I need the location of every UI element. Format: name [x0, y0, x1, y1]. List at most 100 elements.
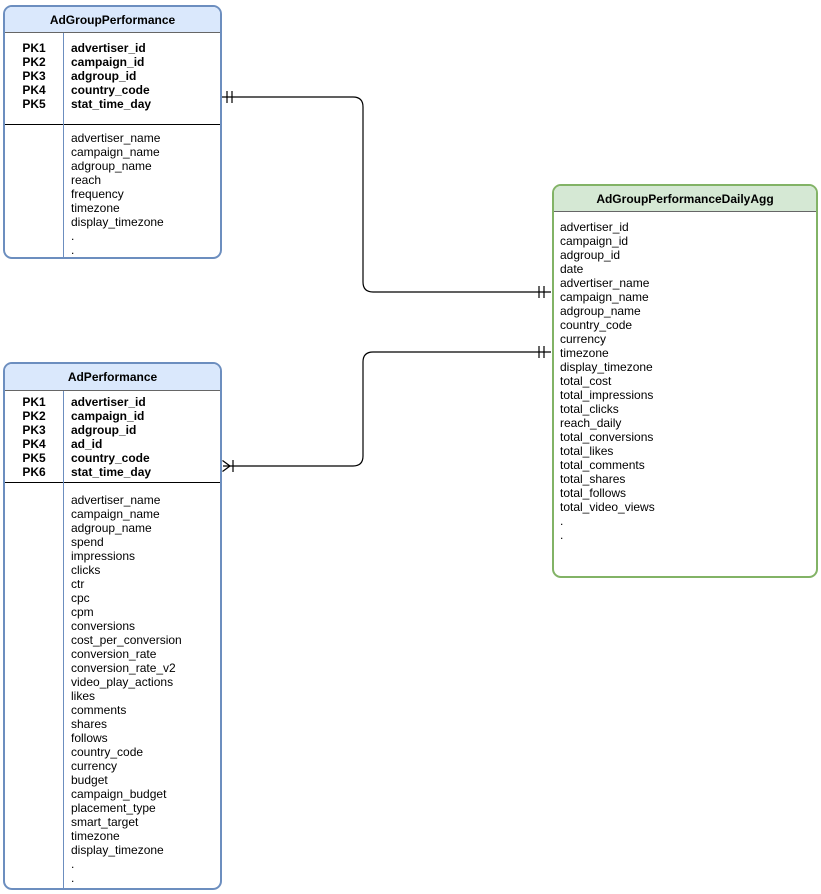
field-row-spacer: [5, 229, 63, 243]
field-row: frequency: [5, 187, 220, 201]
field-row: adgroup_id: [554, 248, 816, 262]
primary-key-section: PK1 advertiser_id PK2 campaign_id PK3 ad…: [5, 391, 220, 483]
pk-field-name: campaign_id: [71, 55, 145, 69]
field-row: cpm: [5, 605, 220, 619]
field-name: country_code: [560, 318, 633, 332]
field-row-spacer: [5, 159, 63, 173]
field-name: shares: [71, 717, 108, 731]
field-name: conversion_rate_v2: [71, 661, 176, 675]
field-row-spacer: [5, 647, 63, 661]
field-row: total_cost: [554, 374, 816, 388]
pk-field-name: country_code: [71, 83, 150, 97]
field-name: total_conversions: [560, 430, 654, 444]
field-row: conversion_rate: [5, 647, 220, 661]
field-name: adgroup_name: [71, 159, 152, 173]
field-row: date: [554, 262, 816, 276]
field-name: frequency: [71, 187, 124, 201]
field-row-spacer: [5, 661, 63, 675]
pk-field-name: adgroup_id: [71, 423, 137, 437]
field-row: .: [5, 857, 220, 871]
field-row-spacer: [5, 703, 63, 717]
field-name: ctr: [71, 577, 85, 591]
field-row: advertiser_id: [554, 220, 816, 234]
field-name: timezone: [71, 829, 120, 843]
field-name: .: [560, 514, 564, 528]
field-name: date: [560, 262, 584, 276]
field-name: advertiser_name: [71, 493, 161, 507]
field-row-spacer: [5, 773, 63, 787]
pk-field-name: campaign_id: [71, 409, 145, 423]
field-row: adgroup_name: [5, 521, 220, 535]
field-name: campaign_budget: [71, 787, 167, 801]
entity-title: AdGroupPerformance: [5, 7, 220, 33]
primary-key-row: PK4 ad_id: [5, 437, 220, 451]
field-name: total_follows: [560, 486, 627, 500]
field-name: reach: [71, 173, 102, 187]
entity-adgroupperformancedailyagg: AdGroupPerformanceDailyAgg advertiser_id…: [552, 184, 818, 578]
field-row: total_comments: [554, 458, 816, 472]
primary-key-row: PK1 advertiser_id: [5, 41, 220, 55]
field-row: country_code: [554, 318, 816, 332]
field-name: smart_target: [71, 815, 139, 829]
primary-key-section: PK1 advertiser_id PK2 campaign_id PK3 ad…: [5, 33, 220, 125]
field-name: .: [560, 528, 564, 542]
field-row: advertiser_name: [554, 276, 816, 290]
field-row: campaign_name: [5, 507, 220, 521]
field-row: budget: [5, 773, 220, 787]
field-name: conversions: [71, 619, 136, 633]
field-row-spacer: [5, 145, 63, 159]
field-row-spacer: [5, 745, 63, 759]
field-row-spacer: [5, 507, 63, 521]
field-row-spacer: [5, 759, 63, 773]
pk-field-name: advertiser_id: [71, 395, 146, 409]
pk-label: PK4: [22, 83, 46, 97]
pk-label: PK2: [22, 55, 46, 69]
field-name: total_clicks: [560, 402, 619, 416]
field-row: .: [5, 229, 220, 243]
field-row: country_code: [5, 745, 220, 759]
field-row: spend: [5, 535, 220, 549]
field-name: adgroup_name: [560, 304, 641, 318]
field-name: total_impressions: [560, 388, 654, 402]
field-row-spacer: [5, 871, 63, 885]
pk-label: PK5: [22, 97, 46, 111]
primary-key-row: PK2 campaign_id: [5, 55, 220, 69]
field-row: ctr: [5, 577, 220, 591]
field-name: cost_per_conversion: [71, 633, 182, 647]
entity-adgroupperformance: AdGroupPerformance PK1 advertiser_id PK2…: [3, 5, 222, 259]
pk-field-name: advertiser_id: [71, 41, 146, 55]
fields-section: advertiser_id campaign_id adgroup_id dat…: [554, 212, 816, 542]
field-row: impressions: [5, 549, 220, 563]
field-row: display_timezone: [5, 843, 220, 857]
field-name: clicks: [71, 563, 101, 577]
field-name: total_shares: [560, 472, 626, 486]
field-row: comments: [5, 703, 220, 717]
field-row-spacer: [5, 201, 63, 215]
field-name: spend: [71, 535, 104, 549]
field-row: currency: [554, 332, 816, 346]
field-row: timezone: [554, 346, 816, 360]
field-row-spacer: [5, 787, 63, 801]
field-name: display_timezone: [71, 843, 164, 857]
field-name: total_video_views: [560, 500, 655, 514]
field-name: campaign_name: [71, 507, 160, 521]
column-divider: [63, 33, 64, 257]
field-row: reach: [5, 173, 220, 187]
fields-section: advertiser_name campaign_name adgroup_na…: [5, 483, 220, 885]
field-name: .: [71, 229, 75, 243]
field-row: .: [5, 243, 220, 257]
pk-label: PK4: [22, 437, 46, 451]
primary-key-row: PK3 adgroup_id: [5, 69, 220, 83]
field-row-spacer: [5, 815, 63, 829]
field-row: .: [554, 514, 816, 528]
field-row: display_timezone: [554, 360, 816, 374]
field-row-spacer: [5, 801, 63, 815]
field-row-spacer: [5, 521, 63, 535]
field-name: .: [71, 857, 75, 871]
field-row-spacer: [5, 563, 63, 577]
field-row-spacer: [5, 829, 63, 843]
field-row: clicks: [5, 563, 220, 577]
field-name: .: [71, 243, 75, 257]
primary-key-row: PK1 advertiser_id: [5, 395, 220, 409]
field-row-spacer: [5, 689, 63, 703]
